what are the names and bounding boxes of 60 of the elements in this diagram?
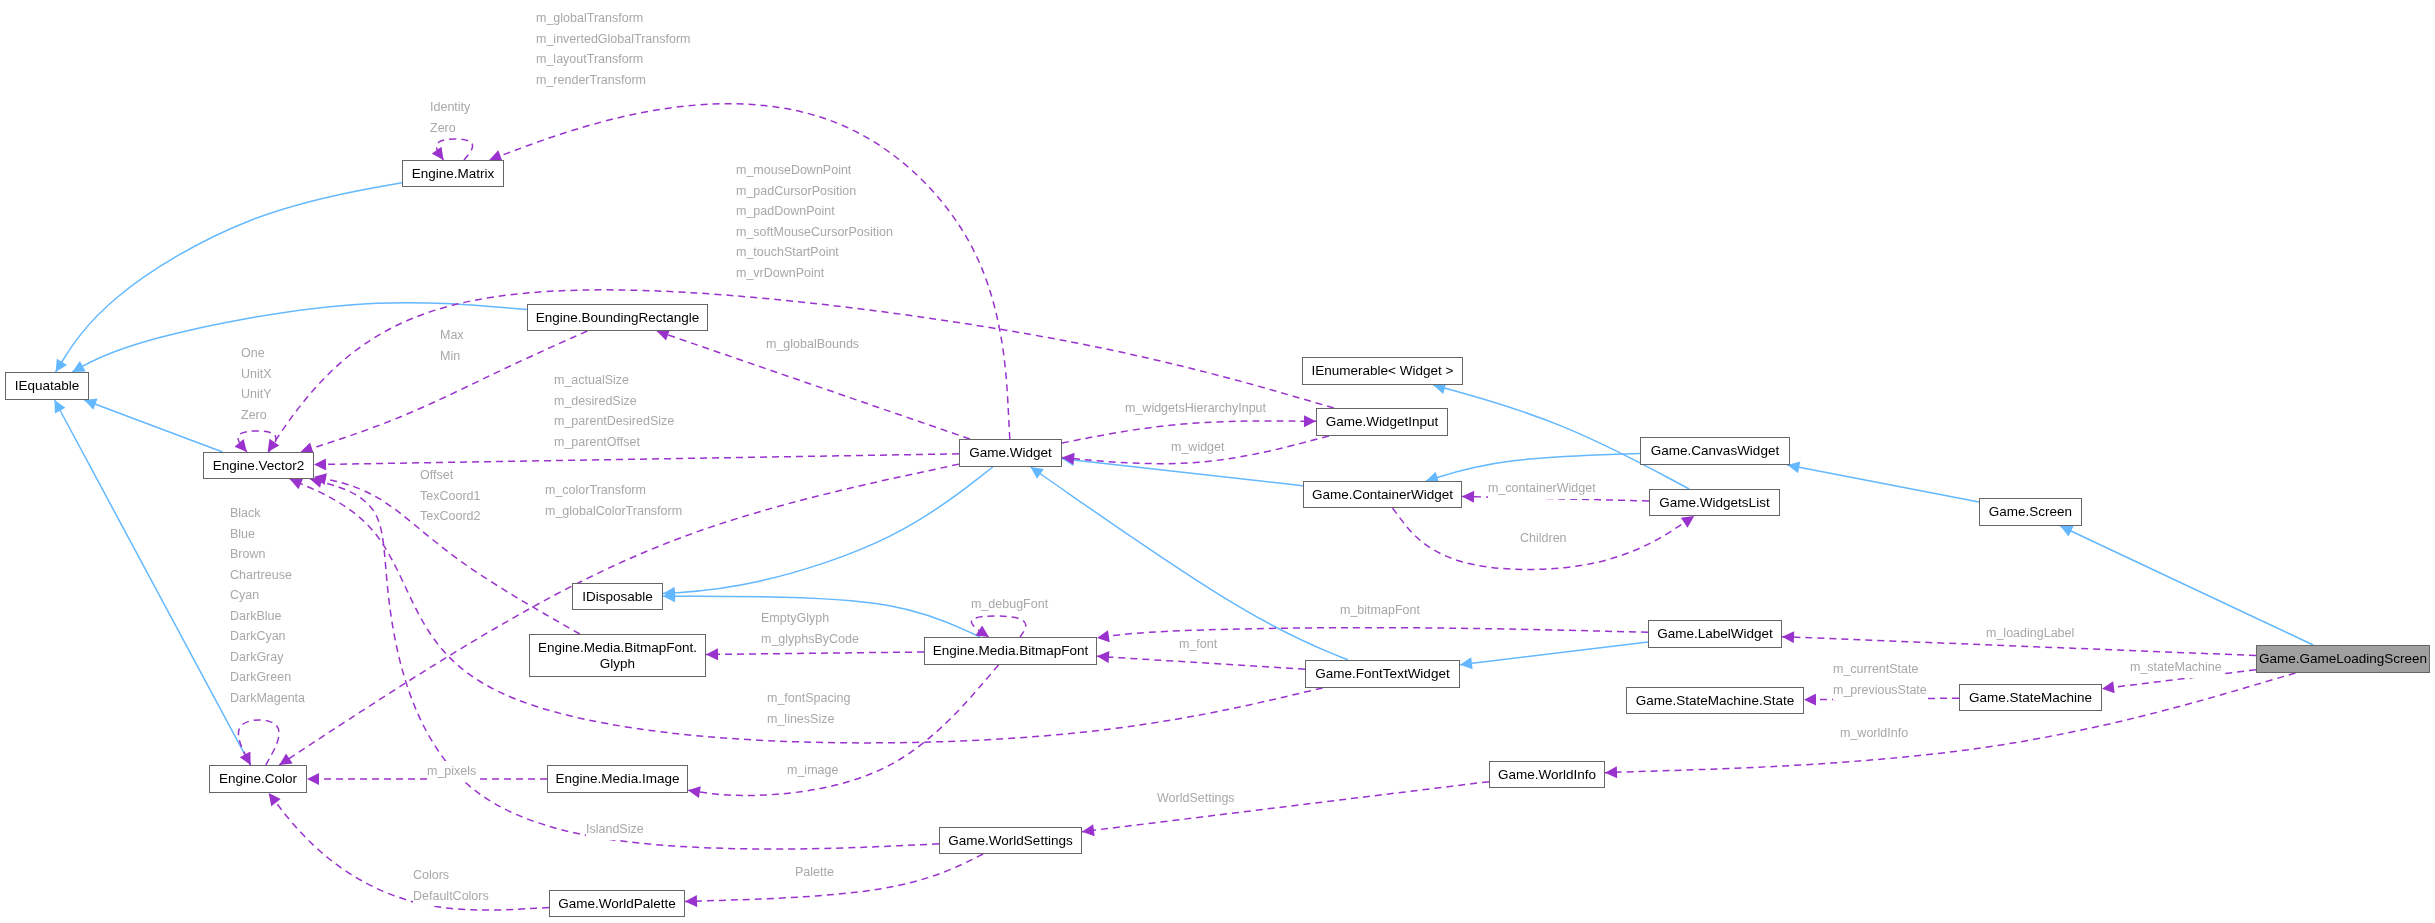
dashed-arrow [684,853,984,908]
dashed-arrow [267,792,550,911]
inheritance-arrow [1786,461,1980,503]
dashed-arrow [309,476,940,850]
class-box: Game.WidgetInput [1316,408,1448,436]
class-box: Engine.Vector2 [203,452,314,479]
dashed-arrow [1391,507,1695,571]
dashed-arrow [313,473,581,635]
class-box: IEnumerable< Widget > [1302,357,1463,385]
class-box: Game.StateMachine [1959,684,2102,711]
edge-label: m_pixels [427,761,477,782]
class-box: Engine.Media.BitmapFont [924,637,1097,665]
dashed-arrow [488,103,1011,440]
dashed-arrow [431,138,474,161]
dashed-arrow [970,615,1027,638]
class-box: Game.Screen [1979,498,2082,526]
dashed-arrow [1096,651,1306,670]
class-box: Game.WorldSettings [939,827,1082,854]
class-box: IEquatable [5,372,89,400]
class-box: Game.Widget [959,439,1062,467]
dashed-arrow [1061,415,1317,444]
class-box: Game.StateMachine.State [1626,687,1804,714]
inheritance-arrow [53,399,252,766]
dashed-arrow [1081,780,1490,837]
inheritance-arrow [662,590,981,638]
class-box: Game.GameLoadingScreen [2256,645,2430,673]
inheritance-arrow [83,398,224,453]
dashed-arrow [234,430,277,453]
class-box: Engine.BoundingRectangle [527,304,708,331]
dashed-arrow [266,289,1335,453]
class-box: Game.FontTextWidget [1305,660,1460,688]
inheritance-arrow [2059,525,2314,646]
class-box: Engine.Matrix [402,160,504,187]
dashed-arrow [278,463,960,766]
dashed-arrow [1604,672,2297,779]
dashed-arrow [1061,435,1330,465]
dashed-arrow [237,719,280,766]
dashed-arrow [1781,631,2257,657]
class-box: Engine.Color [209,765,307,793]
class-box: Engine.Media.Image [547,765,688,793]
class-box: Game.LabelWidget [1648,620,1782,648]
inheritance-arrow [1061,454,1304,487]
class-box: Game.WidgetsList [1649,489,1780,516]
dashed-arrow [306,773,548,785]
dashed-arrow [313,453,960,471]
class-box: IDisposable [572,583,663,610]
dashed-arrow [289,478,1324,744]
inheritance-arrow [1029,466,1349,661]
inheritance-arrow [71,301,528,373]
inheritance-arrow [1459,641,1649,670]
class-box: Game.CanvasWidget [1640,437,1790,465]
dashed-arrow [655,329,971,440]
class-box: Game.WorldPalette [549,890,685,917]
class-box: Engine.Media.BitmapFont. Glyph [529,634,706,677]
dashed-arrow [705,648,925,661]
class-box: Game.WorldInfo [1489,761,1605,788]
dashed-arrow [1096,626,1649,643]
class-box: Game.ContainerWidget [1303,481,1462,508]
inheritance-arrow [54,181,403,373]
dashed-arrow [687,664,1000,798]
